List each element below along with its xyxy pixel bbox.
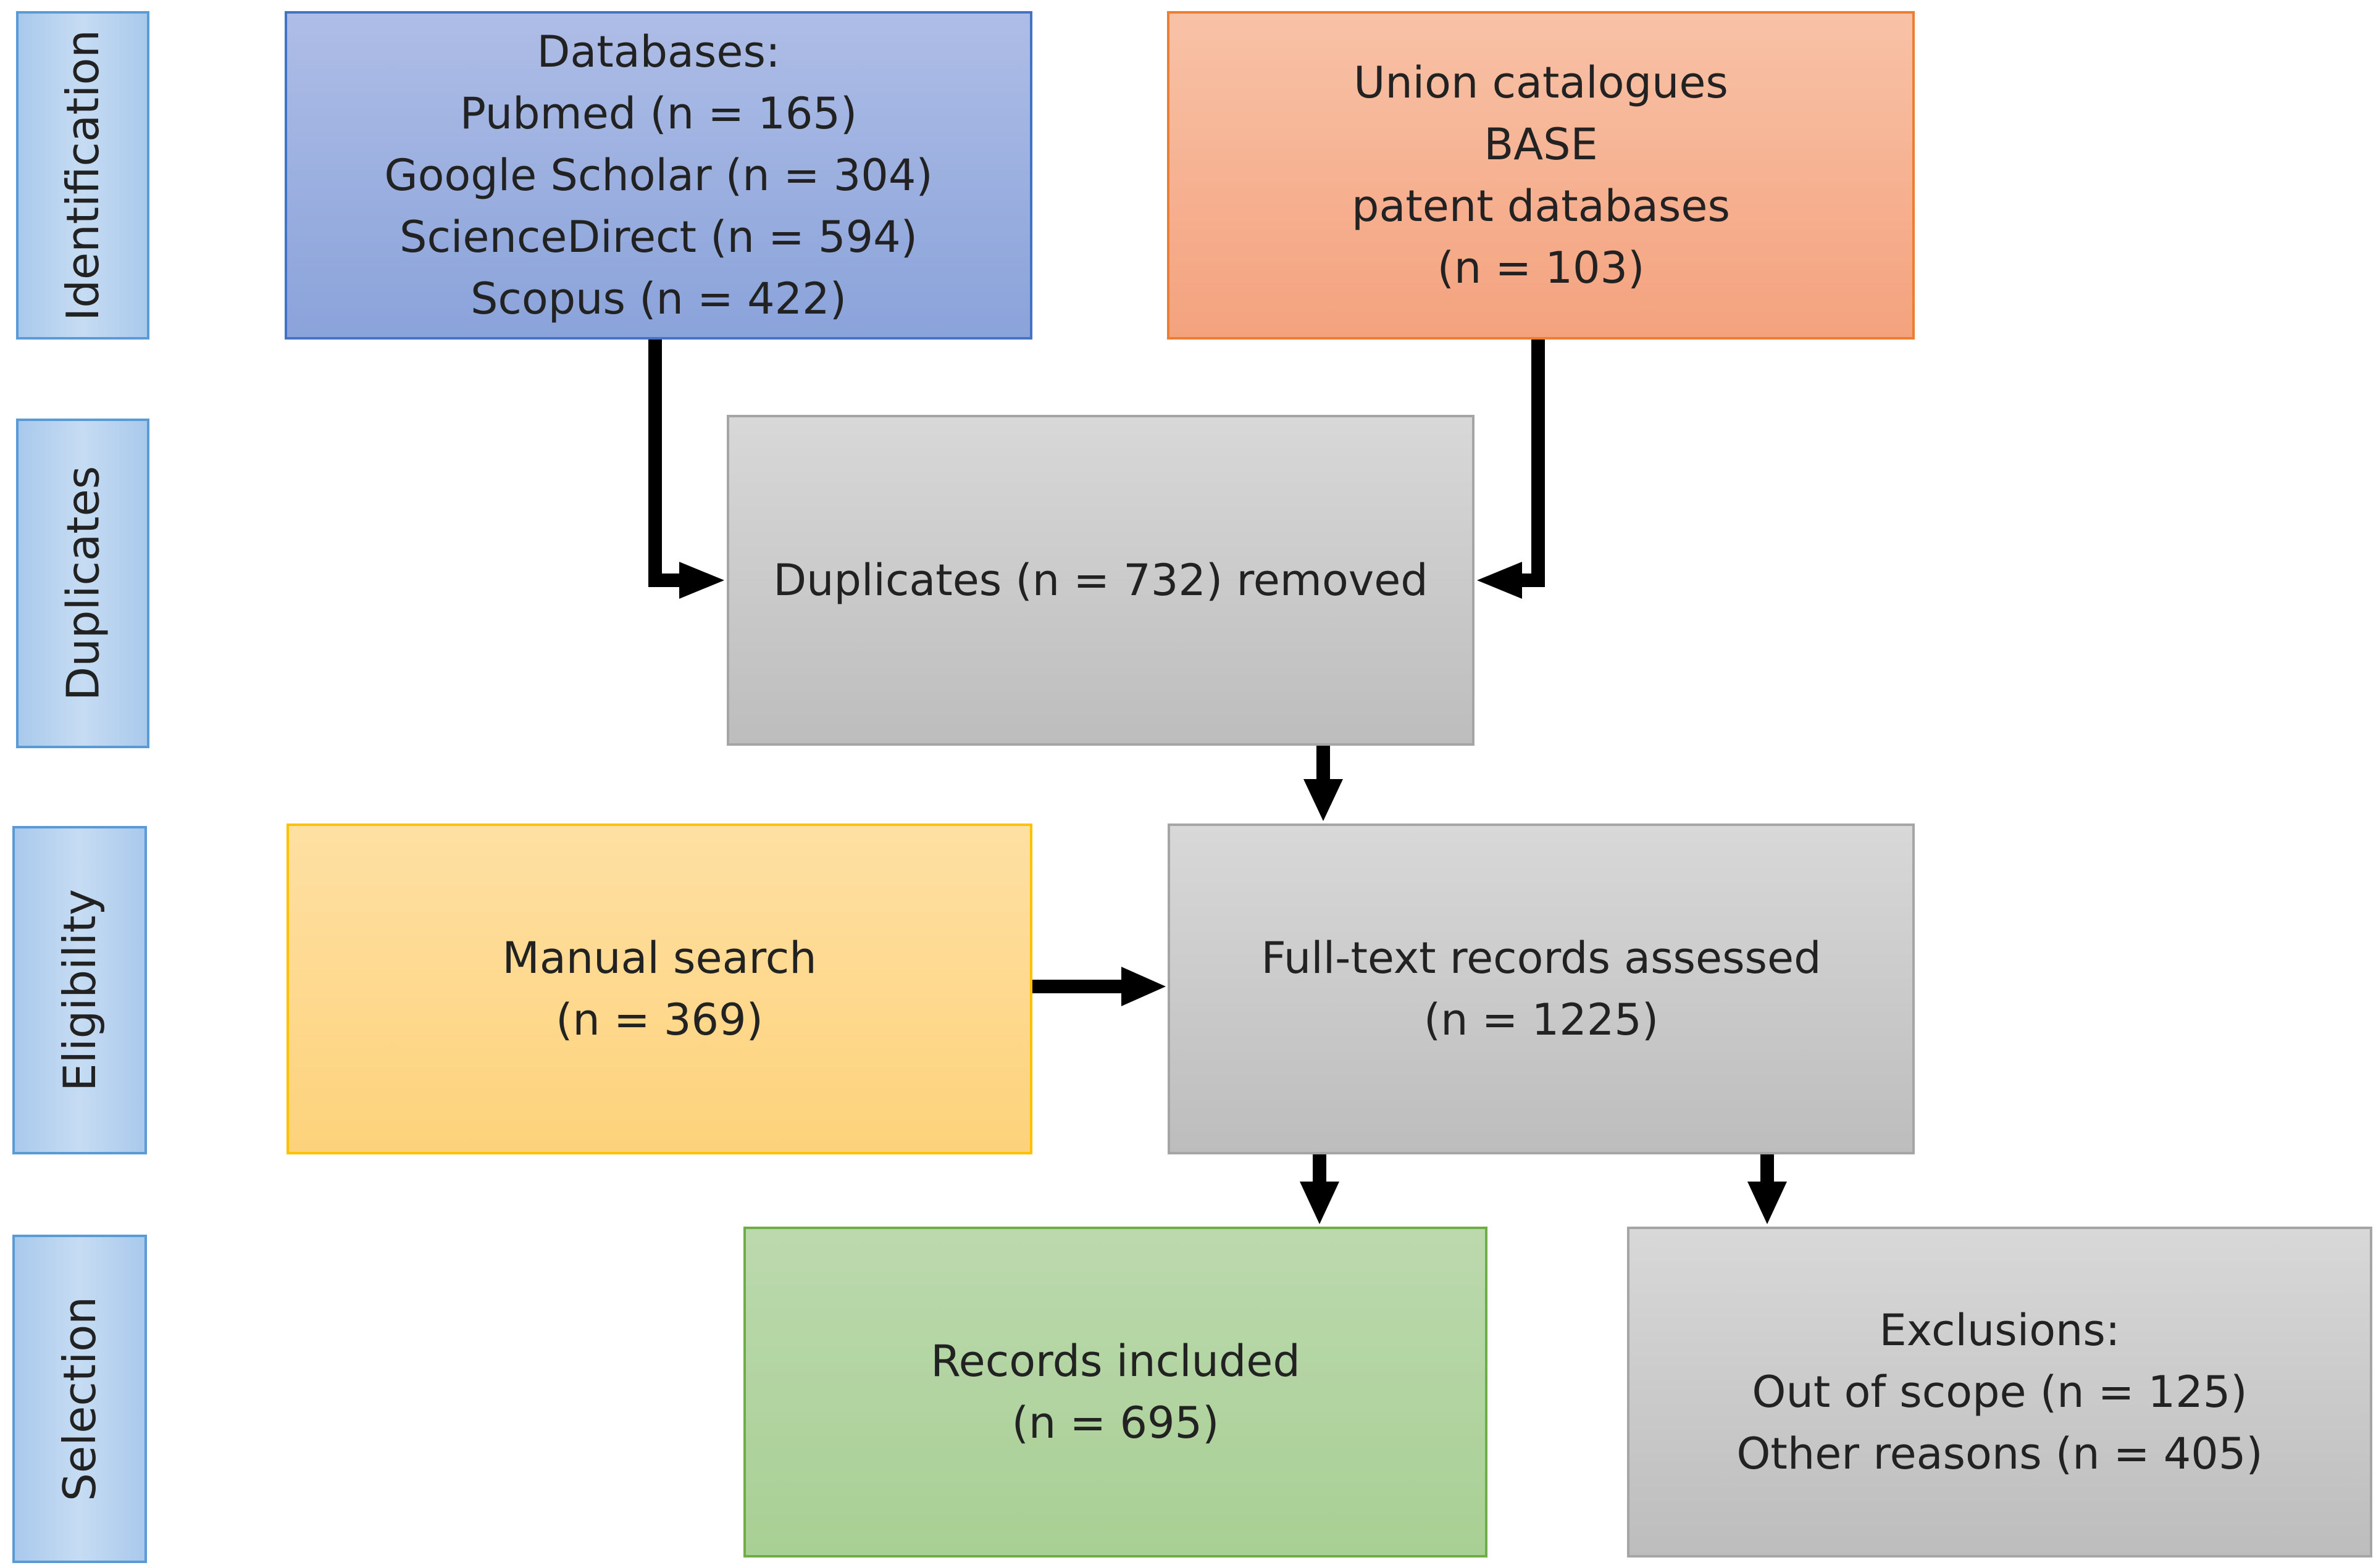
- manual-search-count: (n = 369): [556, 995, 763, 1045]
- database-scopus: Scopus (n = 422): [470, 273, 847, 324]
- stage-identification: Identification: [16, 11, 149, 340]
- duplicates-text: Duplicates (n = 732) removed: [773, 555, 1428, 606]
- records-included-label: Records included: [931, 1336, 1300, 1387]
- manual-search-box: Manual search (n = 369): [287, 824, 1032, 1154]
- source-base: BASE: [1484, 119, 1598, 170]
- full-text-box: Full-text records assessed (n = 1225): [1168, 824, 1915, 1154]
- exclusion-out-of-scope: Out of scope (n = 125): [1752, 1367, 2248, 1417]
- stage-eligibility: Eligibility: [12, 826, 147, 1154]
- stage-duplicates: Duplicates: [16, 419, 149, 748]
- other-sources-box: Union catalogues BASE patent databases (…: [1167, 11, 1915, 340]
- database-sciencedirect: ScienceDirect (n = 594): [399, 212, 918, 262]
- stage-label: Selection: [54, 1296, 106, 1501]
- other-sources-count: (n = 103): [1437, 243, 1645, 293]
- arrow-databases-to-duplicates: [648, 340, 685, 587]
- records-included-box: Records included (n = 695): [743, 1227, 1487, 1558]
- arrow-other-sources-to-duplicates: [1516, 340, 1545, 587]
- records-included-count: (n = 695): [1011, 1398, 1219, 1448]
- full-text-count: (n = 1225): [1423, 995, 1659, 1045]
- source-patent-databases: patent databases: [1352, 181, 1730, 231]
- database-pubmed: Pubmed (n = 165): [459, 88, 858, 139]
- arrowhead-duplicates-to-full-text: [1303, 779, 1343, 821]
- exclusions-box: Exclusions: Out of scope (n = 125) Other…: [1627, 1227, 2372, 1558]
- database-google-scholar: Google Scholar (n = 304): [384, 150, 933, 201]
- source-union-catalogues: Union catalogues: [1353, 57, 1728, 108]
- arrowhead-other-sources-to-duplicates: [1477, 562, 1522, 599]
- databases-heading: Databases:: [537, 27, 780, 77]
- stage-selection: Selection: [12, 1235, 147, 1563]
- stage-label: Identification: [57, 29, 109, 322]
- arrowhead-full-text-to-included: [1300, 1182, 1339, 1224]
- arrowhead-databases-to-duplicates: [679, 562, 724, 599]
- exclusions-heading: Exclusions:: [1879, 1305, 2120, 1356]
- exclusion-other-reasons: Other reasons (n = 405): [1736, 1428, 2263, 1479]
- duplicates-box: Duplicates (n = 732) removed: [727, 415, 1475, 746]
- full-text-label: Full-text records assessed: [1261, 933, 1822, 983]
- arrowhead-manual-search-to-full-text: [1121, 967, 1166, 1006]
- arrowhead-full-text-to-exclusions: [1747, 1182, 1787, 1224]
- stage-label: Eligibility: [54, 889, 106, 1091]
- stage-label: Duplicates: [57, 465, 109, 701]
- manual-search-label: Manual search: [502, 933, 817, 983]
- databases-box: Databases: Pubmed (n = 165) Google Schol…: [285, 11, 1032, 340]
